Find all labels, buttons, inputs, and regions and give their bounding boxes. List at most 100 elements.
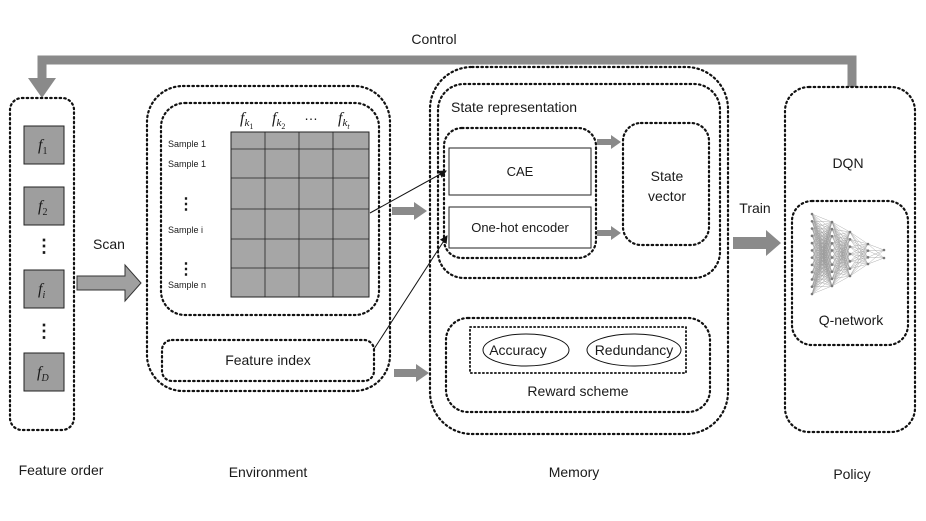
- sample-row-label: Sample n: [168, 280, 206, 290]
- control-arrowhead: [28, 78, 56, 98]
- q-network-node: [866, 249, 870, 252]
- q-network-edge: [811, 243, 833, 295]
- q-network-node: [810, 256, 814, 259]
- environment-to-memory-arrow-upper: [392, 202, 427, 220]
- feature-2-label: f2: [38, 198, 47, 218]
- memory-panel: [428, 65, 730, 436]
- redundancy-ellipse: [586, 333, 682, 367]
- q-network-node: [810, 227, 814, 230]
- q-network-node: [830, 277, 834, 281]
- q-network-edge: [811, 257, 833, 295]
- encoder-group-panel: [442, 126, 598, 260]
- q-network-node: [810, 212, 814, 216]
- q-network-node: [830, 220, 834, 224]
- reward-metrics-box: [469, 326, 687, 374]
- q-network-label: Q-network: [819, 312, 885, 328]
- q-network-edge: [849, 257, 869, 277]
- q-network-edge: [831, 228, 851, 233]
- q-network-edge: [849, 231, 869, 251]
- accuracy-label: Accuracy: [489, 342, 547, 358]
- q-network-edge: [831, 231, 851, 251]
- q-network-node: [810, 234, 814, 238]
- q-network-edge: [849, 253, 869, 258]
- state-vector-panel: [621, 121, 711, 247]
- q-network-edge: [831, 231, 851, 279]
- q-network-node: [830, 234, 834, 238]
- q-network-edge: [811, 221, 833, 251]
- state-representation-label: State representation: [451, 99, 577, 115]
- accuracy-ellipse: [482, 333, 570, 367]
- q-network-node: [866, 242, 870, 246]
- environment-label: Environment: [229, 464, 308, 480]
- cae-label: CAE: [507, 164, 534, 179]
- q-network-edge: [849, 239, 869, 245]
- q-network-edge: [831, 231, 851, 272]
- q-network-edge: [849, 257, 869, 262]
- index-to-onehot-arrow: [373, 235, 448, 350]
- sample-row-label: Sample i: [168, 225, 203, 235]
- q-network-node: [810, 285, 814, 289]
- cae-box: [448, 147, 592, 196]
- q-network-node: [848, 267, 852, 270]
- reward-panel: [444, 316, 712, 414]
- environment-to-memory-arrow-lower: [394, 364, 429, 382]
- q-network-node: [866, 262, 870, 266]
- q-network-edge: [849, 246, 869, 258]
- q-network-edge: [811, 236, 833, 295]
- matrix-to-cae-arrow: [369, 170, 447, 214]
- memory-label: Memory: [549, 464, 600, 480]
- q-network-edge: [811, 285, 833, 295]
- q-network-panel: [790, 199, 910, 347]
- q-network-node: [810, 292, 814, 296]
- q-network-edge: [849, 246, 869, 265]
- q-network-node: [848, 238, 852, 241]
- feature-box-1: [23, 125, 65, 165]
- q-network-node: [830, 249, 834, 252]
- q-network-node: [830, 263, 834, 266]
- feature-box-2: [23, 186, 65, 226]
- onehot-encoder-label: One-hot encoder: [471, 220, 569, 235]
- reward-scheme-label: Reward scheme: [527, 383, 628, 399]
- feature-d-label: fD: [37, 364, 49, 384]
- onehot-encoder-box: [448, 206, 592, 249]
- q-network-graphic: [810, 212, 886, 296]
- q-network-node: [882, 256, 886, 260]
- column-header-fkt: fkt: [338, 110, 350, 131]
- feature-order-panel: [8, 96, 76, 432]
- q-network-node: [810, 249, 814, 252]
- q-network-edge: [811, 221, 833, 258]
- q-network-edge: [867, 243, 885, 251]
- onehot-to-state-arrow: [597, 226, 621, 240]
- q-network-edge: [849, 243, 869, 247]
- q-network-edge: [849, 253, 869, 265]
- q-network-edge: [849, 243, 869, 262]
- sample-ellipsis: ⋮: [178, 196, 194, 213]
- q-network-edge: [849, 231, 869, 245]
- q-network-edge: [849, 231, 869, 265]
- q-network-edge: [811, 264, 833, 295]
- q-network-edge: [831, 231, 851, 258]
- q-network-node: [830, 270, 834, 274]
- q-network-edge: [849, 243, 869, 277]
- q-network-edge: [849, 250, 869, 255]
- q-network-edge: [811, 278, 833, 295]
- feature-index-label: Feature index: [225, 352, 311, 368]
- q-network-node: [810, 241, 814, 245]
- feature-index-box: [160, 338, 376, 383]
- q-network-edge: [811, 221, 833, 295]
- cae-to-state-arrow: [597, 135, 621, 149]
- feature-box-d: [23, 352, 65, 392]
- q-network-edge: [811, 221, 833, 236]
- data-matrix: [230, 131, 370, 298]
- q-network-node: [830, 256, 834, 259]
- q-network-edge: [831, 275, 851, 287]
- q-network-node: [810, 263, 814, 267]
- sample-row-label: Sample 1: [168, 159, 206, 169]
- scan-label: Scan: [93, 236, 125, 252]
- sample-labels: Sample 1 Sample 1 ⋮ Sample i ⋮ Sample n: [168, 139, 206, 290]
- q-network-edge: [811, 221, 833, 244]
- q-network-edge: [831, 231, 851, 237]
- q-network-edge: [849, 263, 869, 269]
- q-network-edge: [867, 250, 885, 259]
- redundancy-label: Redundancy: [595, 342, 674, 358]
